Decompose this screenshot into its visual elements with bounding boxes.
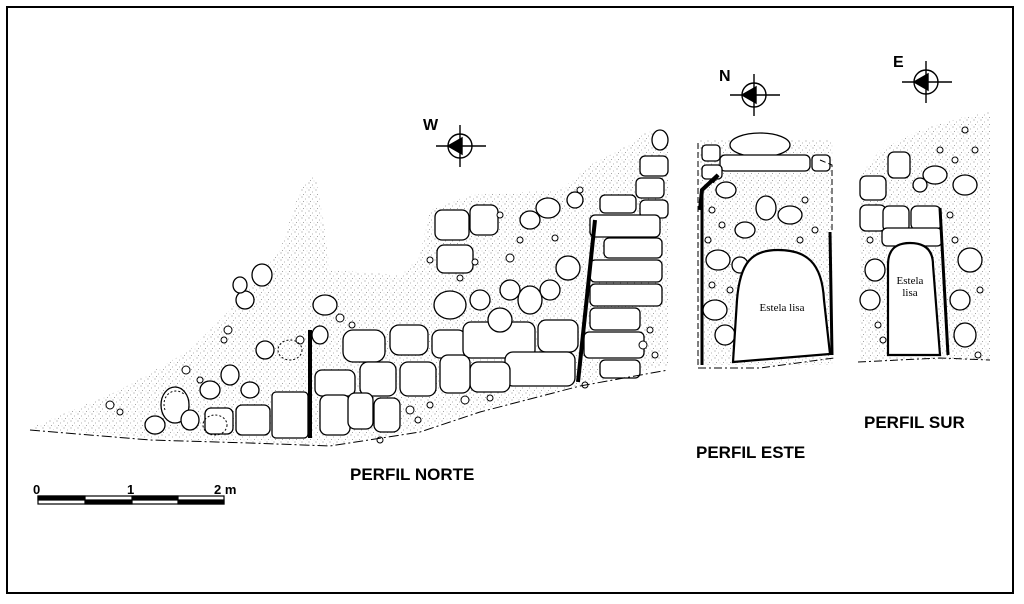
sur-stones bbox=[859, 151, 983, 348]
sur-stele-line2: lisa bbox=[902, 287, 918, 299]
norte-pebbles bbox=[105, 186, 659, 444]
compass-e-symbol bbox=[902, 61, 952, 103]
este-base-line bbox=[698, 357, 835, 369]
compass-e-label: E bbox=[893, 54, 904, 71]
sur-stele-line1: Estela bbox=[896, 275, 924, 287]
sur-stele-label: Estela lisa bbox=[890, 275, 930, 299]
este-stones bbox=[701, 132, 831, 346]
este-pebbles bbox=[704, 196, 819, 294]
compass-n-label: N bbox=[719, 68, 731, 85]
sur-pebbles bbox=[866, 126, 984, 359]
scale-tick-2: 2 m bbox=[214, 482, 237, 497]
sur-stele-shape bbox=[886, 241, 942, 357]
compass-w-symbol bbox=[436, 125, 486, 167]
este-wall-east bbox=[828, 231, 834, 356]
compass-w-label: W bbox=[423, 117, 439, 134]
compass-n-symbol bbox=[730, 74, 780, 116]
perfil-este-title: PERFIL ESTE bbox=[696, 443, 806, 462]
norte-dotted bbox=[163, 339, 303, 436]
sur-base-line bbox=[857, 357, 991, 363]
perfil-sur-title: PERFIL SUR bbox=[864, 413, 965, 432]
perfil-norte-title: PERFIL NORTE bbox=[350, 465, 475, 484]
scale-tick-1: 1 bbox=[127, 482, 135, 497]
este-stele-label: Estela lisa bbox=[759, 302, 805, 314]
norte-base-line bbox=[29, 369, 669, 447]
sur-wall-face bbox=[938, 207, 950, 356]
norte-stones bbox=[144, 129, 669, 439]
drawing-frame bbox=[6, 6, 1014, 594]
scale-tick-0: 0 bbox=[33, 482, 41, 497]
este-stele-shape bbox=[731, 248, 832, 364]
norte-wall-east bbox=[576, 219, 597, 383]
este-dashed-outline bbox=[697, 140, 833, 365]
scale-bar bbox=[37, 495, 225, 505]
